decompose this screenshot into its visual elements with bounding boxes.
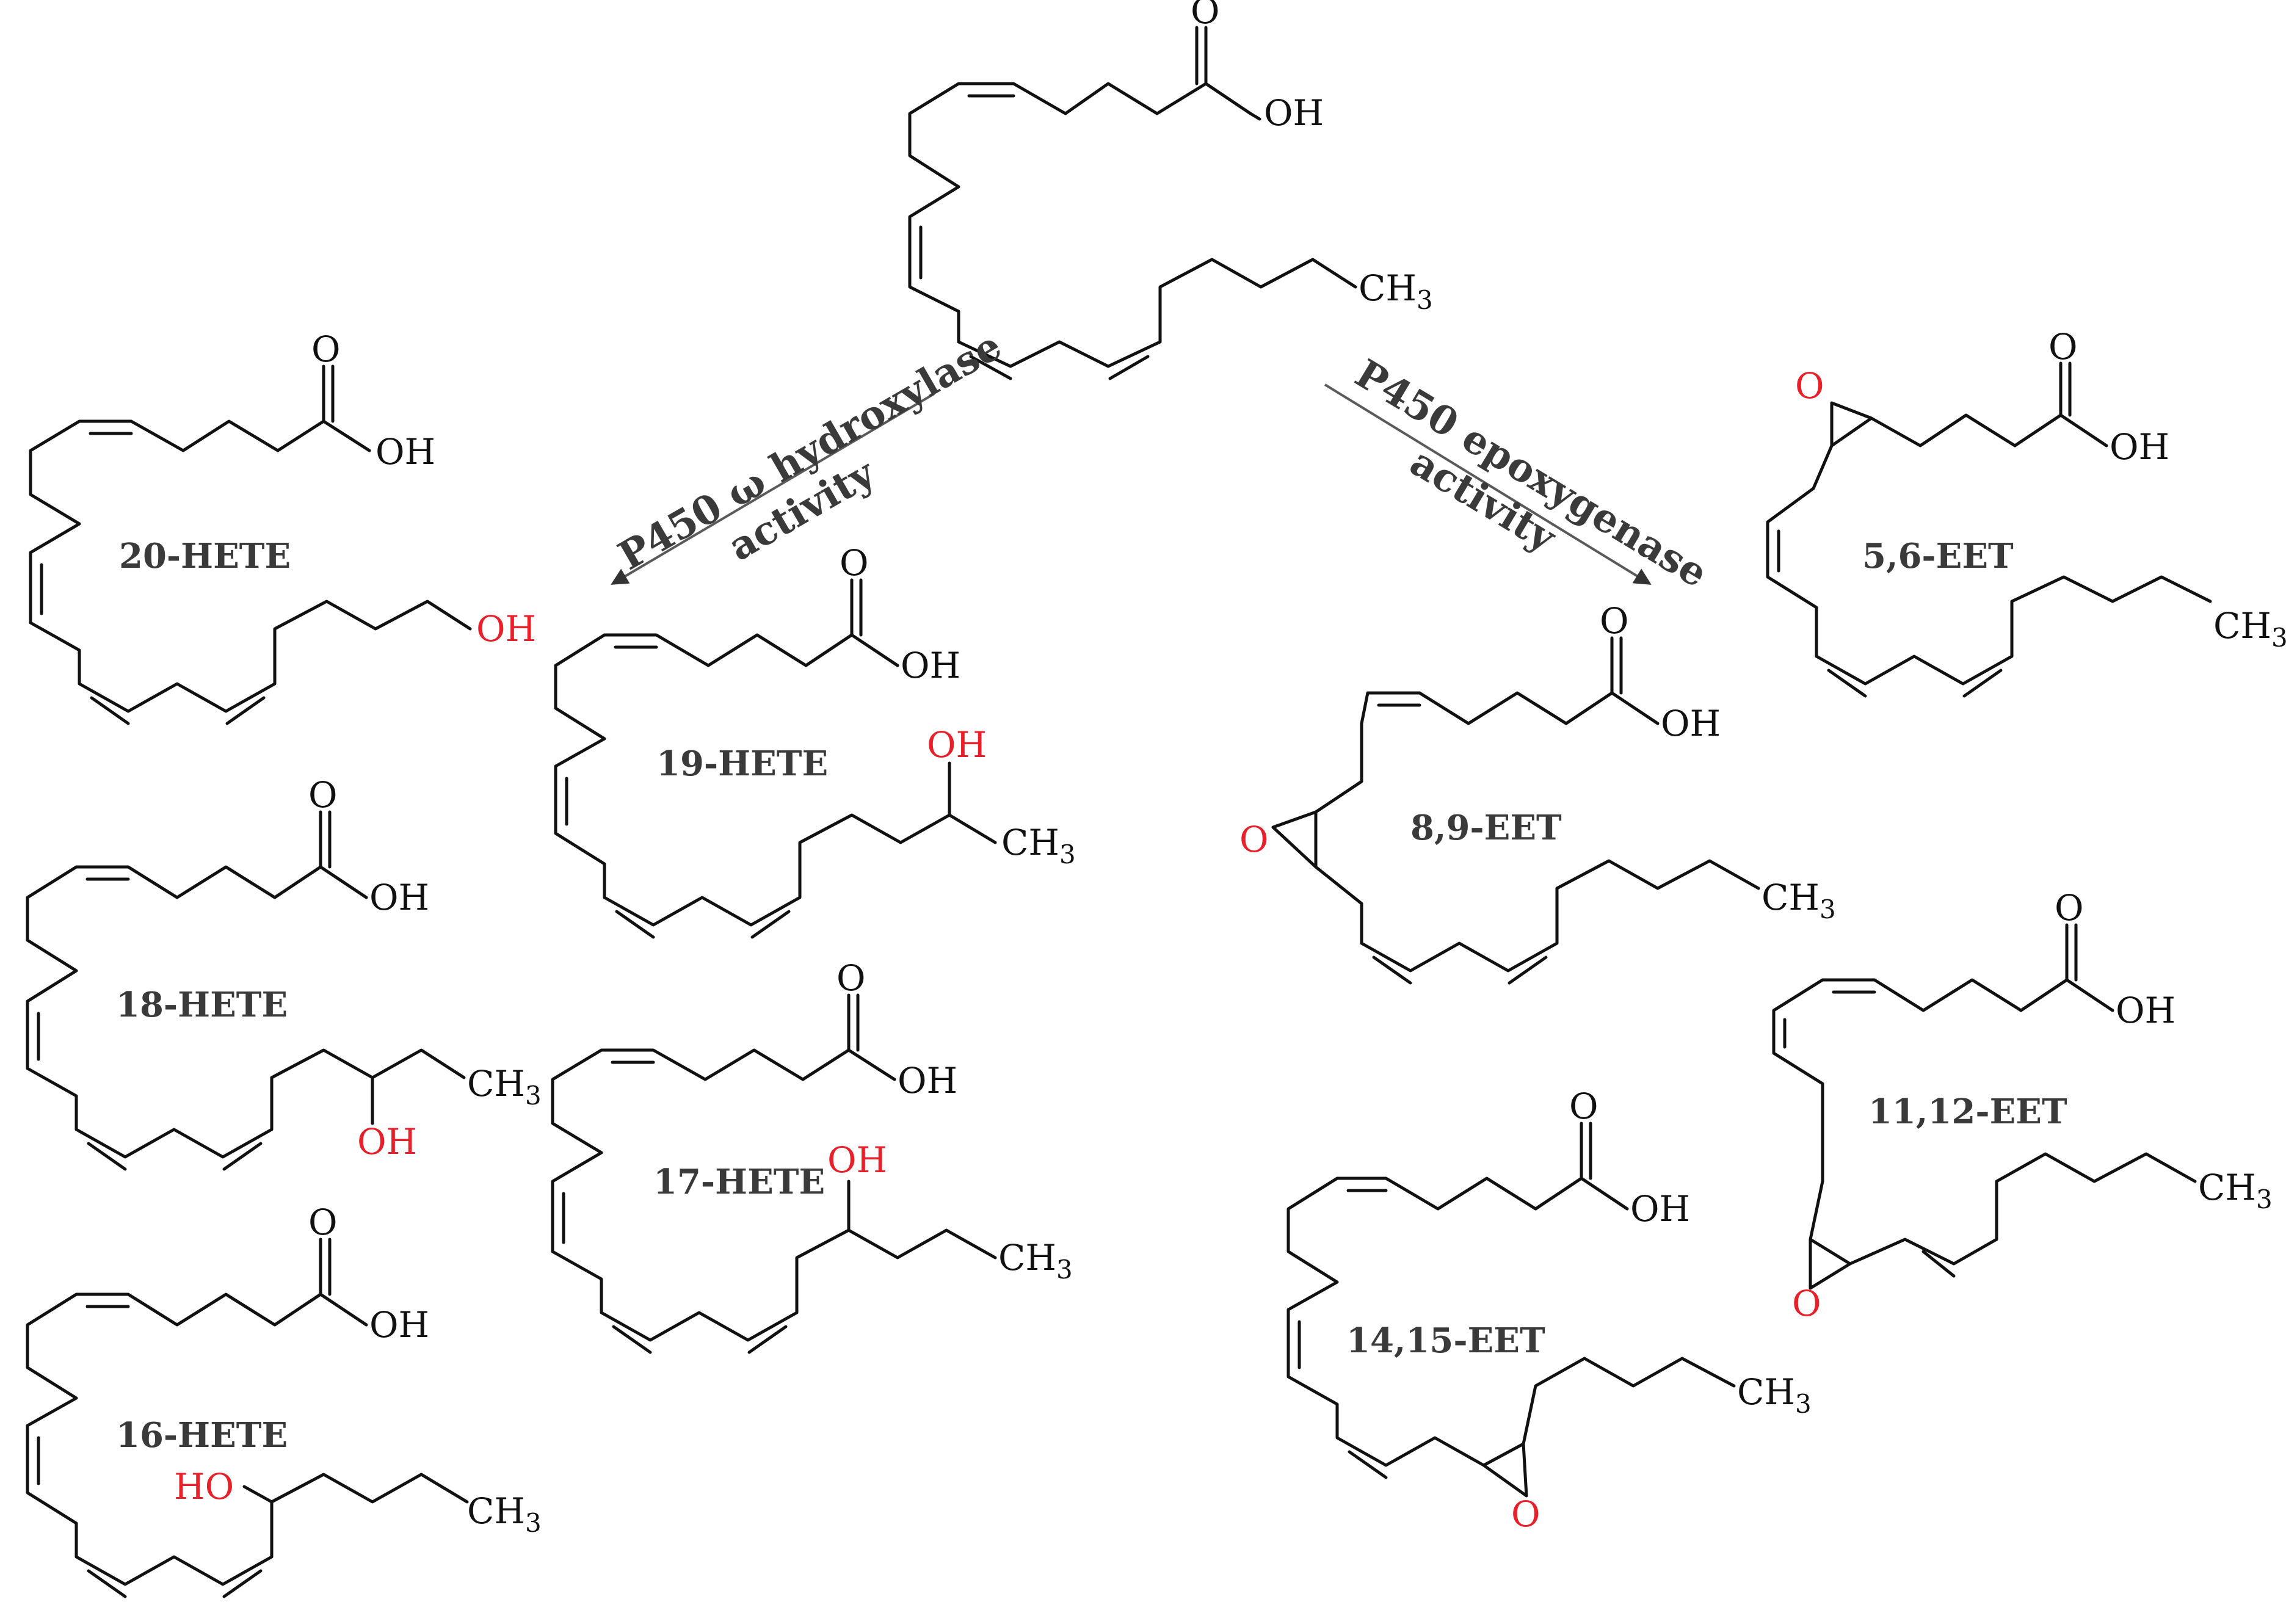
eet1415-structure: O O OH CH3 14,15-EET [1286, 1086, 1812, 1535]
eet56-structure: O O OH CH3 5,6-EET [1766, 326, 2286, 698]
hete16-name: 16-HETE [116, 1415, 288, 1455]
hete19-structure: O OH OH CH3 19-HETE [554, 542, 1076, 939]
oxygen-label: O [1569, 1086, 1598, 1127]
oxygen-label: O [1600, 600, 1629, 642]
arachidonic-acid-structure: O OH CH3 [908, 0, 1433, 380]
epoxide-oxygen-label: O [1795, 365, 1824, 407]
eet1415-name: 14,15-EET [1346, 1321, 1545, 1361]
eet1112-structure: O O OH CH3 11,12-EET [1772, 887, 2273, 1324]
eet1112-name: 11,12-EET [1868, 1092, 2067, 1132]
methyl-label: CH3 [1359, 267, 1433, 315]
hete18-structure: O OH CH3 OH 18-HETE [26, 774, 542, 1171]
oxygen-label: O [2055, 887, 2084, 929]
hydroxyl-label: OH [2116, 990, 2175, 1031]
epoxide-oxygen-label: O [1792, 1283, 1821, 1324]
hete20-structure: O OH OH 20-HETE [29, 328, 536, 725]
methyl-label: CH3 [467, 1063, 542, 1111]
hete18-name: 18-HETE [116, 985, 288, 1025]
hete19-name: 19-HETE [656, 744, 828, 784]
oxygen-label: O [836, 957, 866, 999]
hydroxyl-highlight-label: OH [927, 724, 987, 766]
hydroxyl-label: OH [369, 877, 429, 918]
epoxygenase-label-line1: P450 epoxygenase [1348, 350, 1715, 596]
hydroxyl-label: OH [2110, 426, 2169, 468]
methyl-label: CH3 [467, 1490, 542, 1538]
eet89-structure: O O OH CH3 8,9-EET [1239, 600, 1836, 985]
hydroxyl-label: OH [376, 431, 435, 473]
methyl-label: CH3 [2198, 1167, 2273, 1214]
hydroxyl-highlight-label: OH [827, 1139, 887, 1181]
hydroxyl-highlight-label: HO [174, 1466, 234, 1507]
hete16-structure: O OH HO CH3 16-HETE [26, 1202, 542, 1598]
hete17-name: 17-HETE [653, 1162, 825, 1202]
hydroxyl-label: OH [1630, 1188, 1690, 1230]
epoxide-oxygen-label: O [1239, 819, 1269, 860]
methyl-label: CH3 [998, 1237, 1073, 1285]
hydroxyl-label: OH [369, 1304, 429, 1346]
hydroxyl-highlight-label: OH [476, 608, 536, 650]
hydroxyl-label: OH [1661, 703, 1721, 744]
hydroxylase-arrow [611, 393, 935, 585]
oxygen-label: O [1191, 0, 1220, 32]
hydroxyl-label: OH [901, 645, 960, 686]
hete20-name: 20-HETE [119, 536, 291, 576]
oxygen-label: O [840, 542, 869, 584]
methyl-label: CH3 [2213, 605, 2286, 653]
epoxygenase-arrow [1324, 383, 1652, 585]
eet56-name: 5,6-EET [1862, 536, 2014, 576]
hydroxyl-highlight-label: OH [357, 1121, 417, 1162]
oxygen-label: O [308, 774, 338, 816]
eet89-name: 8,9-EET [1410, 808, 1562, 848]
hydroxylase-label-line1: P450 ω hydroxylase [611, 323, 1009, 579]
oxygen-label: O [308, 1202, 338, 1243]
hydroxyl-label: OH [898, 1060, 957, 1101]
methyl-label: CH3 [1001, 822, 1076, 869]
oxygen-label: O [2048, 326, 2078, 368]
methyl-label: CH3 [1737, 1371, 1812, 1419]
hydroxyl-label: OH [1264, 92, 1324, 134]
methyl-label: CH3 [1762, 877, 1836, 924]
epoxide-oxygen-label: O [1511, 1493, 1540, 1535]
hete17-structure: O OH OH CH3 17-HETE [551, 957, 1073, 1354]
oxygen-label: O [311, 328, 341, 370]
